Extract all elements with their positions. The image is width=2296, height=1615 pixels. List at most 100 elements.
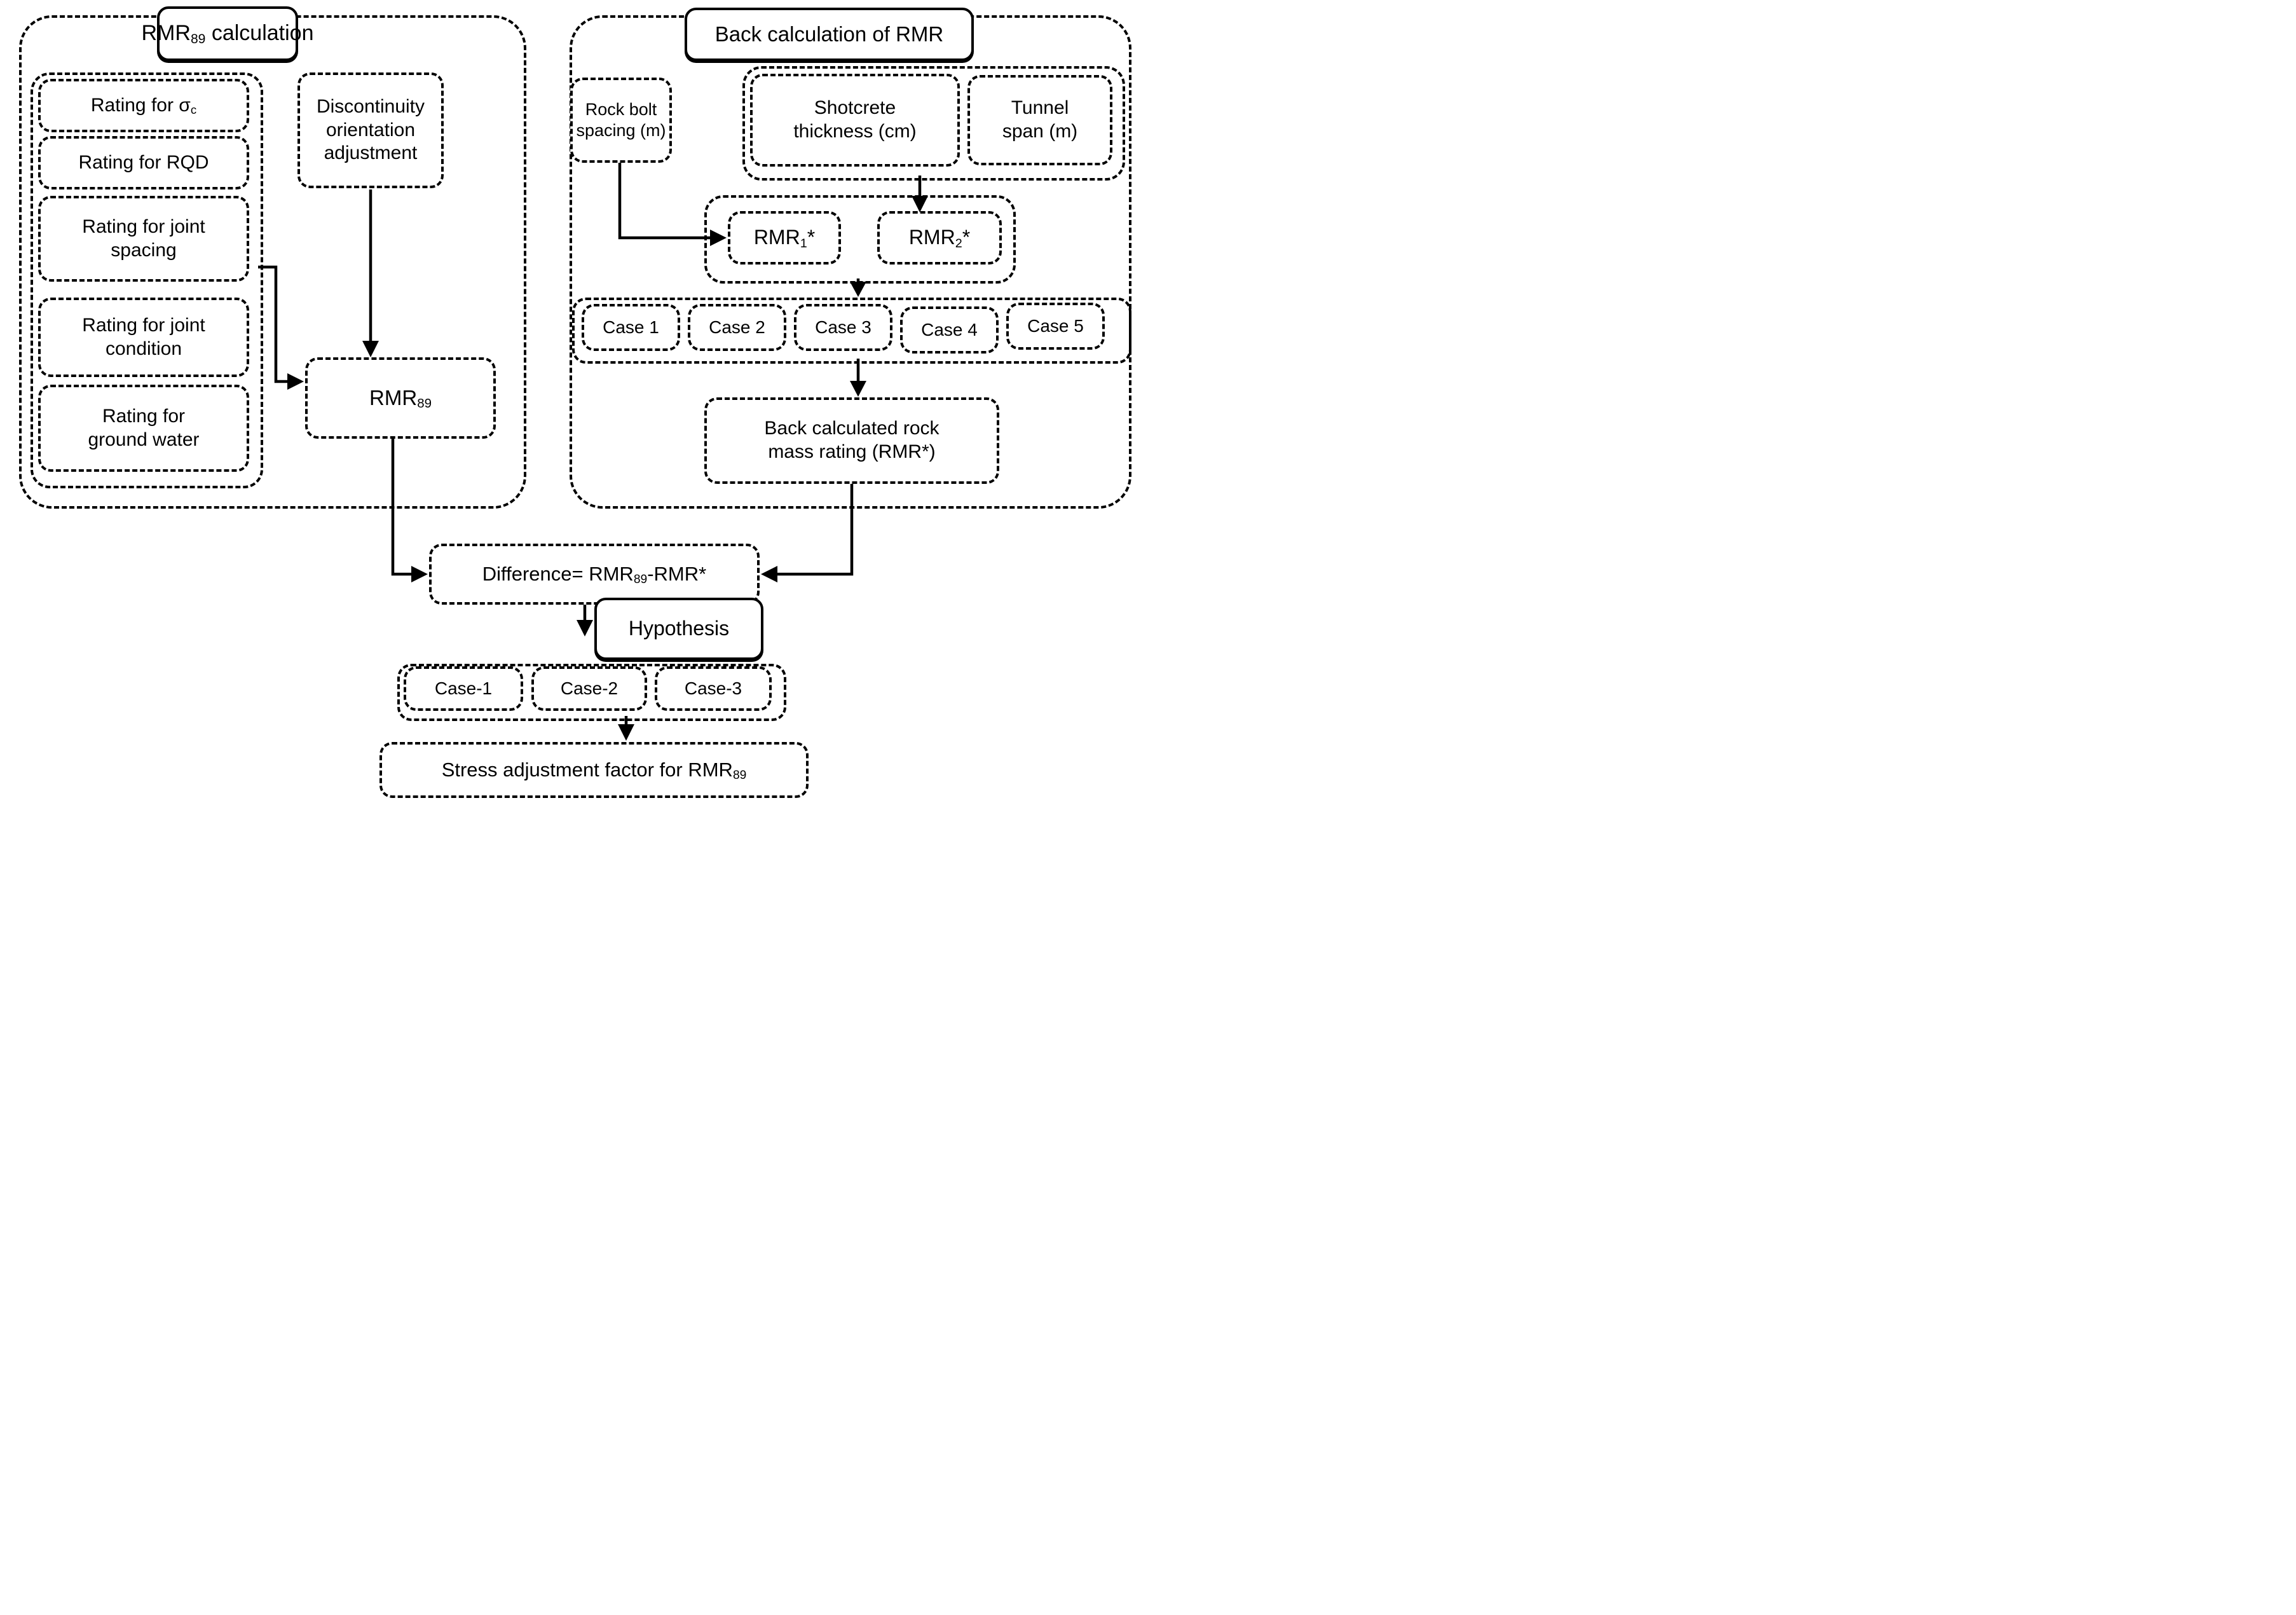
arrowhead-rmr89-to-difference — [411, 566, 428, 582]
label-line: spacing (m) — [576, 120, 666, 141]
hyp-case-box-3: Case-3 — [655, 666, 772, 711]
label-text: * — [962, 226, 971, 249]
rating-box-joint-condition: Rating for joint condition — [38, 298, 249, 377]
label-text: adjustment — [324, 142, 418, 164]
label-text: Rock bolt — [585, 100, 657, 120]
rating-box-sigma-c: Rating for σc — [38, 79, 249, 132]
label-line: thickness (cm) — [793, 120, 916, 144]
rmr2-box: RMR2* — [877, 211, 1002, 265]
rmr89-box: RMR89 — [305, 357, 496, 439]
label-line: Case 3 — [815, 317, 871, 338]
label-text: ground water — [88, 429, 200, 450]
label-line: Case-2 — [561, 678, 618, 699]
case-box-3: Case 3 — [794, 304, 892, 351]
label-text: RMR — [369, 385, 418, 409]
label-sub: 1 — [800, 236, 807, 251]
right-group-title: Back calculation of RMR — [685, 8, 974, 61]
left-group-title: RMR89 calculation — [142, 6, 314, 61]
label-line: Difference= RMR89-RMR* — [482, 562, 706, 586]
label-text: spacing — [111, 239, 177, 261]
label-text: Back calculation of RMR — [714, 22, 944, 46]
case-box-5: Case 5 — [1006, 303, 1105, 350]
label-text: span (m) — [1002, 121, 1078, 142]
case-box-4: Case 4 — [900, 306, 999, 354]
label-text: Case-1 — [434, 678, 493, 698]
label-text: RMR — [141, 21, 191, 46]
label-text: Tunnel — [1011, 97, 1069, 119]
discontinuity-box: Discontinuity orientation adjustment — [297, 72, 444, 188]
label-text: Discontinuity — [316, 96, 425, 118]
label-line: Case 1 — [603, 317, 659, 338]
case-box-2: Case 2 — [688, 304, 786, 351]
label-line: Shotcrete — [814, 97, 896, 120]
tunnel-span-box: Tunnel span (m) — [967, 75, 1112, 165]
label-sub: c — [190, 102, 197, 116]
label-text: spacing (m) — [576, 121, 666, 140]
label-line: Rating for joint — [82, 314, 205, 338]
label-line: Back calculated rock — [764, 417, 939, 441]
label-line: Rating for σc — [91, 94, 196, 118]
label-line: RMR89 — [369, 385, 432, 411]
cases-container — [572, 298, 1131, 364]
label-sub: 89 — [190, 31, 206, 46]
arrowhead-hypcases-to-stress — [618, 724, 634, 741]
rock-bolt-box: Rock bolt spacing (m) — [570, 78, 672, 163]
label-text: condition — [105, 338, 182, 359]
flowchart-canvas: RMR89 calculation Rating for σc Rating f… — [0, 0, 1148, 808]
label-text: * — [807, 226, 816, 249]
label-text: Case 3 — [815, 317, 871, 337]
stress-adjustment-box: Stress adjustment factor for RMR89 — [379, 742, 809, 798]
label-line: RMR2* — [909, 225, 970, 250]
label-text: Stress adjustment factor for RMR — [441, 759, 733, 781]
label-text: Rating for — [102, 405, 186, 427]
label-text: Case-3 — [684, 678, 742, 698]
label-line: condition — [106, 338, 182, 361]
shotcrete-tunnel-container — [742, 66, 1125, 181]
case-box-1: Case 1 — [582, 304, 680, 351]
label-text: RMR — [908, 226, 955, 249]
rating-box-joint-spacing: Rating for joint spacing — [38, 196, 249, 282]
label-sub: 89 — [633, 573, 648, 587]
label-line: Rock bolt — [585, 99, 657, 120]
label-text: Hypothesis — [628, 617, 730, 640]
back-calculated-box: Back calculated rock mass rating (RMR*) — [704, 397, 999, 484]
shotcrete-box: Shotcrete thickness (cm) — [750, 74, 960, 167]
label-line: Tunnel — [1011, 97, 1069, 120]
label-line: mass rating (RMR*) — [768, 441, 935, 464]
label-line: Rating for joint — [82, 216, 205, 239]
label-text: thickness (cm) — [793, 121, 917, 142]
label-text: Case 1 — [603, 317, 659, 337]
label-text: Rating for joint — [82, 314, 205, 336]
label-line: Back calculation of RMR — [715, 22, 943, 47]
label-line: Rating for RQD — [78, 151, 208, 175]
label-sub: 89 — [417, 396, 432, 411]
label-text: Case 5 — [1027, 315, 1084, 336]
label-line: Stress adjustment factor for RMR89 — [442, 758, 747, 782]
hypothesis-cases-container — [397, 664, 786, 721]
label-line: ground water — [88, 429, 199, 452]
label-line: span (m) — [1002, 120, 1077, 144]
arrowhead-difference-to-hypothesis — [577, 620, 593, 636]
label-line: orientation — [326, 119, 415, 142]
label-text: Case-2 — [560, 678, 618, 698]
hypothesis-box: Hypothesis — [594, 598, 763, 660]
label-text: -RMR* — [647, 563, 707, 586]
label-text: Rating for RQD — [78, 151, 209, 173]
label-sub: 89 — [732, 769, 747, 783]
label-line: RMR89 calculation — [142, 20, 314, 46]
label-text: calculation — [205, 21, 314, 46]
arrowhead-backcalc-to-difference — [761, 566, 777, 582]
label-line: Hypothesis — [629, 616, 729, 641]
label-line: Case-1 — [435, 678, 492, 699]
label-line: adjustment — [324, 142, 418, 165]
rating-box-rqd: Rating for RQD — [38, 136, 249, 189]
label-sub: 2 — [955, 236, 962, 251]
rating-box-ground-water: Rating for ground water — [38, 385, 249, 472]
label-text: Rating for joint — [82, 216, 205, 237]
rmr1-box: RMR1* — [728, 211, 841, 265]
label-text: Case 4 — [921, 319, 978, 340]
label-text: Shotcrete — [814, 97, 896, 119]
label-line: Rating for — [102, 405, 185, 429]
label-text: mass rating (RMR*) — [768, 441, 936, 462]
hyp-case-box-1: Case-1 — [404, 666, 523, 711]
